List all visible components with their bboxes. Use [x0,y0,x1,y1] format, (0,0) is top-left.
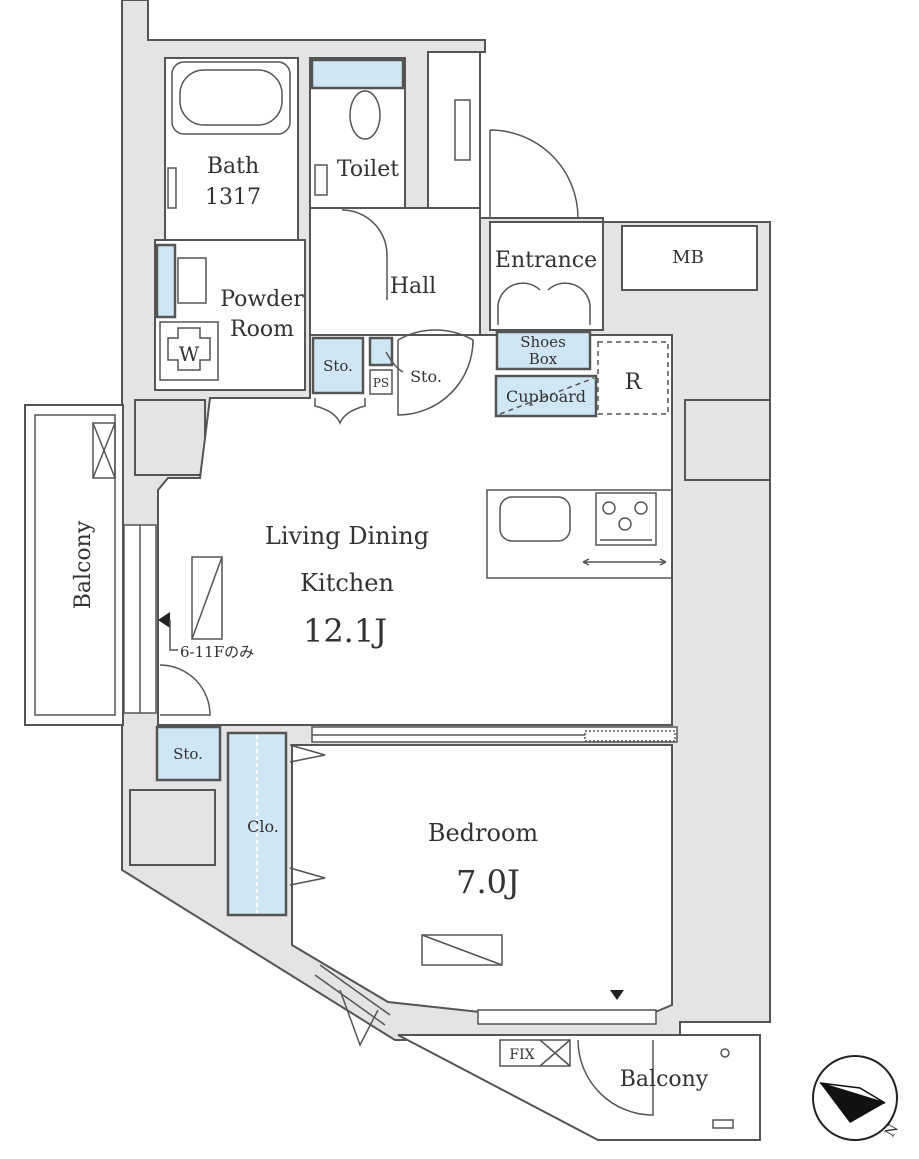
storage-hall-label: Sto. [323,357,353,375]
balcony-left-label: Balcony [71,520,96,609]
bedroom-label: Bedroom [428,819,539,847]
storage-small-label: Sto. [410,367,442,386]
column [454,99,471,161]
toilet-label: Toilet [337,157,399,182]
ldk-size: 12.1J [303,612,387,650]
stove-icon [595,492,657,546]
meter-box: MB [621,225,758,291]
powder-label-2: Room [230,317,294,342]
balcony-left: Balcony [24,404,124,726]
washer-label: W [179,342,200,366]
mb-label: MB [672,247,704,268]
room-bedroom: Clo. Bedroom 7.0J [226,726,678,1047]
floor-vent [191,556,223,640]
bath-size: 1317 [205,185,261,210]
room-toilet: Toilet [309,57,406,209]
window-note: 6-11Fのみ [180,643,254,661]
room-powder: W Powder Room [154,239,306,391]
refrigerator-label: R [625,370,643,395]
window-bedroom[interactable] [477,1009,657,1025]
room-bath: Bath 1317 [164,57,299,241]
storage-ldk [155,725,222,782]
shoes-box-label-2: Box [529,350,558,368]
ldk-label-2: Kitchen [300,569,394,597]
fix-label: FIX [509,1047,534,1063]
closet-label: Clo. [247,817,279,836]
compass-icon: N [812,1055,902,1141]
balcony-bottom-label: Balcony [620,1067,709,1092]
room-ldk: Sto. PS Sto. Shoes Box Cupboard R 6-11Fの… [123,329,673,726]
cupboard-label: Cupboard [506,387,586,406]
storage-ldk-label: Sto. [173,745,203,763]
room-hall: Hall [309,207,481,336]
room-entrance: Entrance [489,129,604,331]
ps-label: PS [373,376,389,390]
hall-label: Hall [390,274,436,299]
bedroom-size: 7.0J [456,863,520,901]
ldk-label-1: Living Dining [265,522,429,550]
entrance-label: Entrance [495,248,597,273]
kitchen-counter [486,489,673,579]
pipe-space [427,51,481,219]
powder-label-1: Powder [220,287,304,312]
shoes-box-label-1: Shoes [520,333,566,351]
balcony-bottom: FIX Balcony [397,1034,761,1141]
sink-icon [499,496,571,542]
bath-label: Bath [207,154,259,179]
